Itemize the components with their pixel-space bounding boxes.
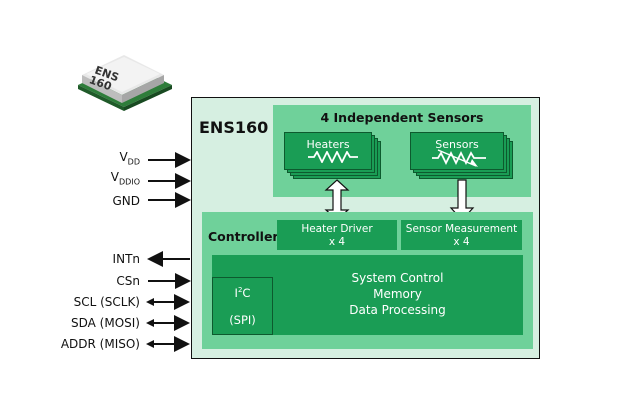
- sensors-card: [410, 132, 504, 170]
- sensor-measurement-box: Sensor Measurement x 4: [401, 220, 522, 250]
- sensor-measurement-count: x 4: [453, 236, 470, 248]
- system-control-box: [212, 255, 523, 335]
- pin-arrows: [146, 152, 191, 352]
- heaters-card: [284, 132, 372, 170]
- pin-addr-label: ADDR (MISO): [60, 337, 140, 351]
- heaters-label: Heaters: [306, 138, 350, 151]
- heater-driver-label: Heater Driver: [301, 223, 373, 235]
- controller-label: Controller: [208, 229, 279, 244]
- pin-scl-label: SCL (SCLK): [73, 295, 140, 309]
- pin-gnd-label: GND: [112, 194, 140, 208]
- pin-vddio-label: VDDIO: [110, 170, 140, 187]
- system-line-2: Memory: [373, 287, 422, 301]
- pin-intn-label: INTn: [112, 252, 140, 266]
- pin-csn-label: CSn: [116, 274, 140, 288]
- heater-resistor-icon: [308, 151, 358, 163]
- system-line-1: System Control: [351, 271, 444, 285]
- heater-driver-box: Heater Driver x 4: [277, 220, 397, 250]
- sensors-group-title: 4 Independent Sensors: [320, 110, 484, 125]
- spi-label: (SPI): [229, 313, 256, 327]
- sensor-measurement-label: Sensor Measurement: [405, 223, 518, 235]
- i2c-interface-box: [212, 277, 273, 335]
- variable-resistor-icon: [432, 149, 486, 167]
- chip-package-illustration: ENS 160: [78, 55, 172, 111]
- sensors-label: Sensors: [435, 138, 479, 151]
- heater-driver-count: x 4: [328, 236, 346, 248]
- system-control-text: System Control Memory Data Processing: [272, 270, 523, 318]
- pin-vdd-label: VDD: [119, 150, 140, 167]
- pin-sda-label: SDA (MOSI): [71, 316, 140, 330]
- system-line-3: Data Processing: [349, 303, 446, 317]
- i2c-label: I2C: [234, 286, 251, 300]
- chip-name: ENS160: [199, 118, 269, 137]
